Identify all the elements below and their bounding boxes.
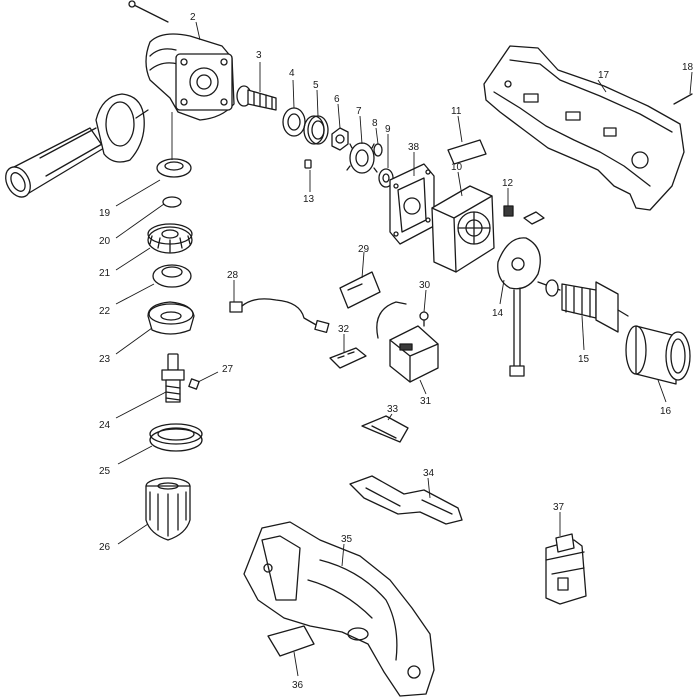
callout-6: 6	[334, 94, 340, 105]
part-washer-8	[373, 143, 383, 157]
callout-numbers: 2 3 4 5 6 7 8 9 10 11 12 13 14 15 16 17 …	[99, 12, 694, 691]
callout-30: 30	[419, 280, 431, 291]
callout-22: 22	[99, 306, 111, 317]
callout-8: 8	[372, 118, 378, 129]
leader-lines	[115, 21, 693, 677]
callout-24: 24	[99, 420, 111, 431]
callout-29: 29	[358, 244, 370, 255]
part-armature-15	[537, 279, 629, 333]
callout-4: 4	[289, 68, 295, 79]
part-screw-30	[419, 311, 429, 327]
callout-21: 21	[99, 268, 111, 279]
callout-20: 20	[99, 236, 111, 247]
part-gear-housing	[145, 33, 235, 121]
callout-13: 13	[303, 194, 315, 205]
callout-38: 38	[408, 142, 420, 153]
part-ball-bearing-4	[282, 107, 306, 137]
callout-19: 19	[99, 208, 111, 219]
part-motor-housing-10	[431, 185, 495, 273]
part-screw-top	[128, 0, 169, 23]
callout-28: 28	[227, 270, 239, 281]
part-ring-20	[162, 196, 182, 208]
part-gear-7	[346, 142, 378, 174]
callout-12: 12	[502, 178, 514, 189]
callout-36: 36	[292, 680, 304, 691]
part-board-29	[339, 271, 381, 309]
part-contact-32	[329, 347, 367, 369]
part-housing-17	[483, 45, 685, 211]
callout-35: 35	[341, 534, 353, 545]
callout-26: 26	[99, 542, 111, 553]
callout-33: 33	[387, 404, 399, 415]
part-nut-27	[188, 378, 200, 390]
callout-14: 14	[492, 308, 504, 319]
part-brush-holder-14	[497, 237, 541, 377]
part-yoke-16	[625, 325, 691, 385]
callout-11: 11	[451, 106, 462, 117]
part-bevel-gear-21	[147, 223, 193, 254]
callout-25: 25	[99, 466, 111, 477]
callout-23: 23	[99, 354, 111, 365]
callout-15: 15	[578, 354, 590, 365]
callout-37: 37	[553, 502, 565, 513]
callout-32: 32	[338, 324, 350, 335]
callout-7: 7	[356, 106, 362, 117]
part-ring-5	[303, 115, 329, 145]
part-terminal-37	[545, 533, 587, 605]
callout-9: 9	[385, 124, 391, 135]
part-switch-31	[376, 301, 439, 383]
part-chuck-26	[145, 477, 191, 541]
callout-10: 10	[451, 162, 463, 173]
part-ring-25	[149, 423, 203, 452]
callout-31: 31	[420, 396, 432, 407]
part-cable-28	[229, 298, 330, 334]
part-bearing-22	[152, 264, 192, 288]
part-lever-33	[361, 415, 409, 443]
part-label-36	[267, 625, 315, 657]
part-pin-13	[304, 159, 312, 169]
callout-17: 17	[598, 70, 610, 81]
callout-3: 3	[256, 50, 262, 61]
part-trigger-34	[349, 475, 463, 525]
part-label-11	[447, 139, 487, 165]
part-cup-23	[147, 301, 195, 335]
part-screw-18	[673, 93, 693, 105]
part-bearing-19	[156, 158, 192, 178]
callout-34: 34	[423, 468, 435, 479]
part-brush-12	[503, 205, 545, 225]
part-gasket-plate	[389, 163, 435, 245]
callout-2: 2	[190, 12, 196, 23]
part-side-handle	[5, 93, 149, 198]
callout-27: 27	[222, 364, 234, 375]
part-housing-35	[243, 521, 435, 697]
callout-18: 18	[682, 62, 694, 73]
part-spindle-24	[161, 353, 185, 403]
callout-16: 16	[660, 406, 672, 417]
part-bevel-gear-shaft	[236, 85, 277, 111]
part-nut-6	[331, 127, 349, 151]
callout-5: 5	[313, 80, 319, 91]
